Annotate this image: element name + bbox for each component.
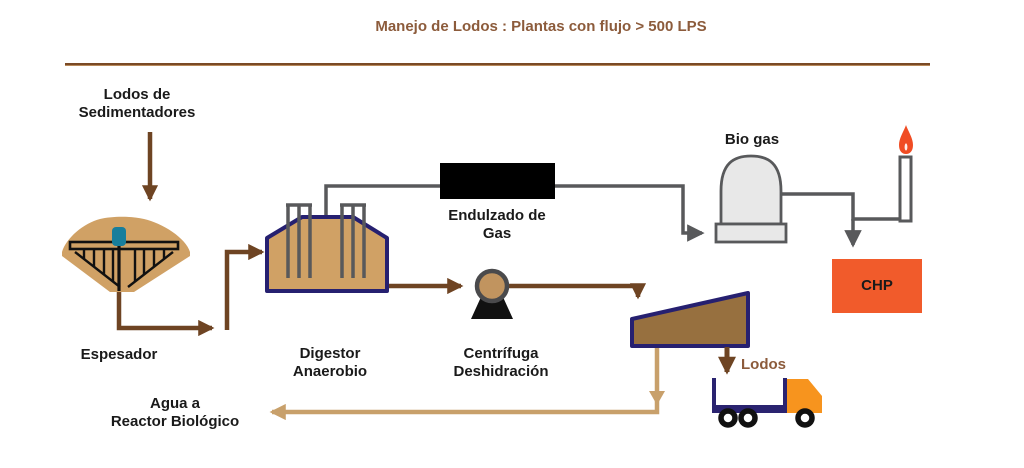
thickener-motor [112, 227, 126, 246]
chp-box [832, 259, 922, 313]
digester-icon [265, 203, 389, 293]
flame-icon [899, 125, 913, 154]
digester-heating-pipes [286, 203, 366, 278]
truck-wheel [795, 408, 815, 428]
truck-wheel [718, 408, 738, 428]
pipe-digester-to-gas-sweetening [324, 184, 705, 242]
label-thickener: Espesador [80, 346, 158, 363]
label-sludge-out: Lodos [741, 356, 786, 373]
label-biogas: Bio gas [724, 131, 780, 148]
sludge-hopper-icon [630, 291, 750, 348]
gas-sweetening-box [440, 163, 555, 199]
title-divider [65, 63, 930, 66]
label-digester: Digestor Anaerobio [292, 345, 368, 381]
pipe-digester-to-centrifuge [386, 277, 647, 300]
truck-icon [712, 378, 822, 428]
label-chp: CHP [861, 277, 893, 294]
truck-wheel [738, 408, 758, 428]
biogas-holder-icon [714, 154, 788, 244]
label-gas-sweetening: Endulzado de Gas [448, 207, 546, 243]
pipe-biogas-to-flare-and-chp [781, 192, 899, 248]
pipe-water-return [269, 347, 665, 421]
pipe-thickener-to-digester [116, 243, 265, 337]
centrifuge-icon [471, 268, 513, 319]
label-sludge-source: Lodos de Sedimentadores [78, 86, 196, 122]
truck-cab [787, 379, 822, 413]
thickener-icon [62, 216, 190, 292]
label-water-return: Agua a Reactor Biológico [110, 395, 240, 431]
label-centrifuge: Centrífuga Deshidración [453, 345, 549, 381]
page-title: Manejo de Lodos : Plantas con flujo > 50… [375, 18, 707, 35]
flare-icon [898, 125, 913, 223]
